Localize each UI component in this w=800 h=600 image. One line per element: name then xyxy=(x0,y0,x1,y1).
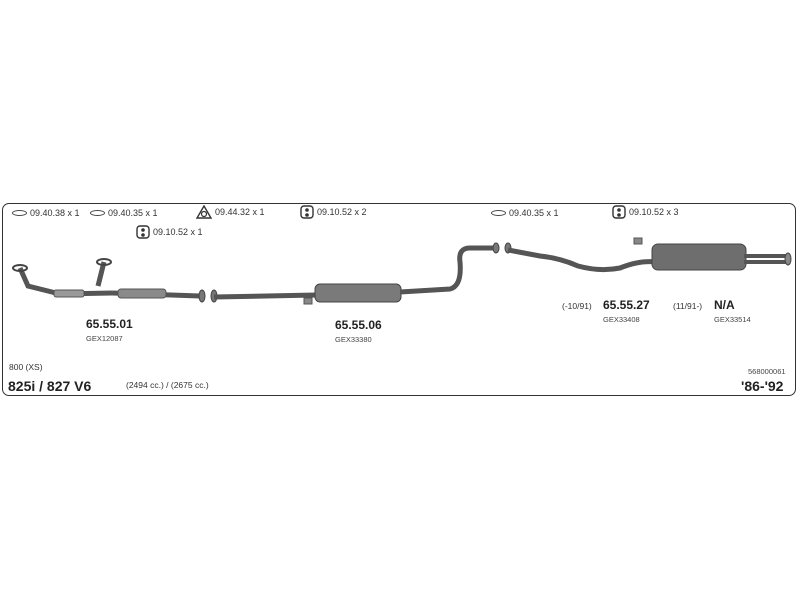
part-date-note: (-10/91) xyxy=(562,301,592,311)
accessory-item: 09.40.35 x 1 xyxy=(90,208,158,218)
part-gex-code: GEX12087 xyxy=(86,334,123,343)
part-number: 65.55.01 xyxy=(86,317,133,331)
part-date-note: (11/91-) xyxy=(673,301,703,311)
part-number: 65.55.06 xyxy=(335,318,382,332)
part-gex-code: GEX33380 xyxy=(335,335,372,344)
rubber-hanger-icon xyxy=(612,205,626,219)
accessory-item: 09.10.52 x 3 xyxy=(612,205,679,219)
ring-clamp-icon xyxy=(90,210,105,216)
ring-clamp-icon xyxy=(12,210,27,216)
rubber-hanger-icon xyxy=(136,225,150,239)
part-gex-code: GEX33408 xyxy=(603,315,640,324)
accessory-item: 09.10.52 x 1 xyxy=(136,225,203,239)
accessory-item: 09.44.32 x 1 xyxy=(196,205,265,219)
accessory-item: 09.10.52 x 2 xyxy=(300,205,367,219)
vehicle-model: 825i / 827 V6 xyxy=(8,378,92,394)
accessory-code: 09.10.52 x 2 xyxy=(317,207,367,217)
rear-silencer-drawing xyxy=(504,237,792,273)
front-pipe-drawing xyxy=(12,258,206,303)
accessory-code: 09.44.32 x 1 xyxy=(215,207,265,217)
flange-gasket-icon xyxy=(196,205,212,219)
engine-displacement: (2494 cc.) / (2675 cc.) xyxy=(126,380,209,390)
vehicle-series: 800 (XS) xyxy=(9,362,43,372)
part-number: N/A xyxy=(714,298,735,312)
accessory-item: 09.40.35 x 1 xyxy=(491,208,559,218)
accessory-code: 09.10.52 x 3 xyxy=(629,207,679,217)
model-years: '86-'92 xyxy=(741,378,784,394)
accessory-code: 09.10.52 x 1 xyxy=(153,227,203,237)
accessory-code: 09.40.38 x 1 xyxy=(30,208,80,218)
part-gex-code: GEX33514 xyxy=(714,315,751,324)
accessory-code: 09.40.35 x 1 xyxy=(108,208,158,218)
catalog-reference: 568000061 xyxy=(748,367,786,376)
intermediate-pipe-drawing xyxy=(210,242,500,305)
ring-clamp-icon xyxy=(491,210,506,216)
accessory-code: 09.40.35 x 1 xyxy=(509,208,559,218)
part-number: 65.55.27 xyxy=(603,298,650,312)
rubber-hanger-icon xyxy=(300,205,314,219)
accessory-item: 09.40.38 x 1 xyxy=(12,208,80,218)
